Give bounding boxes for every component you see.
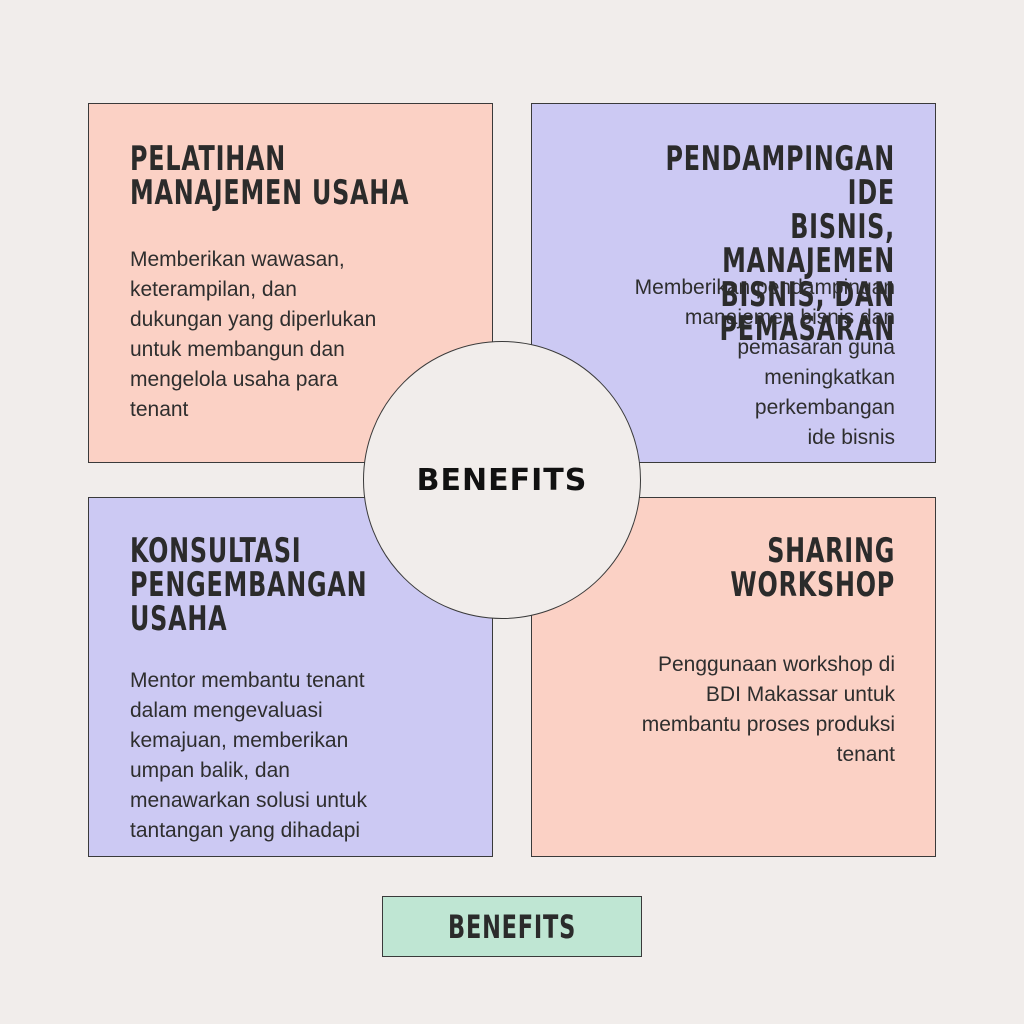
card-title: PELATIHAN MANAJEMEN USAHA [130, 139, 410, 213]
card-description: Mentor membantu tenant dalam mengevaluas… [130, 669, 367, 842]
card-description: Memberikan wawasan, keterampilan, dan du… [130, 248, 377, 421]
card-title: SHARING WORKSHOP [730, 531, 895, 605]
card-title: PENDAMPINGAN IDE BISNIS, MANAJEMEN BISNI… [665, 139, 895, 349]
footer-label: BENEFITS [447, 907, 577, 946]
card-description: Penggunaan workshop di BDI Makassar untu… [641, 653, 895, 766]
card-sharing-workshop: SHARING WORKSHOP Penggunaan workshop di … [531, 497, 936, 857]
card-description: Memberikan pendampingan manajemen bisnis… [634, 276, 895, 449]
center-circle: BENEFITS [363, 341, 641, 619]
card-title: KONSULTASI PENGEMBANGAN USAHA [130, 531, 368, 639]
card-pelatihan-manajemen-usaha: PELATIHAN MANAJEMEN USAHA Memberikan waw… [88, 103, 493, 463]
footer-label-box: BENEFITS [382, 896, 642, 957]
center-label: BENEFITS [416, 462, 588, 498]
